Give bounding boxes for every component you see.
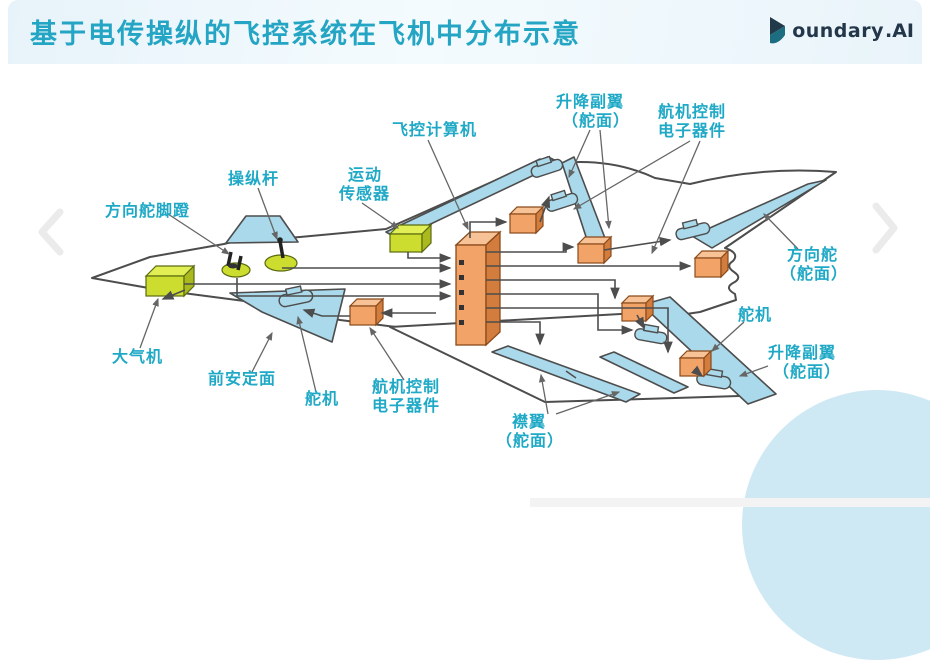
flight-control-computer-box (454, 230, 502, 347)
ace-box-1 (508, 205, 545, 235)
label-rudder-line1: 方向舵 (787, 245, 838, 264)
ace-box-3 (348, 297, 385, 327)
label-rudder-pedals: 方向舵脚蹬 (105, 201, 190, 220)
elevon-actuator-1 (634, 323, 668, 345)
ace-box-6 (678, 349, 713, 378)
bottom-divider-bar (530, 498, 930, 507)
component-labels: 方向舵脚蹬 操纵杆 运动 传感器 飞控计算机 升降副翼 （舵面） 航机控制 电子… (105, 92, 848, 450)
label-motion-sensor-line2: 传感器 (338, 184, 390, 203)
flap-surface (491, 345, 641, 403)
actuators (278, 155, 732, 390)
label-servo-left: 舵机 (305, 389, 339, 408)
connection-lines (161, 195, 704, 378)
logo-text: oundary (792, 20, 884, 42)
label-ace-top-line2: 电子器件 (658, 121, 726, 140)
air-data-unit-box (144, 264, 196, 298)
rudder-pedals-icon (221, 251, 251, 278)
page-title: 基于电传操纵的飞控系统在飞机中分布示意 (30, 19, 581, 50)
carousel-prev-button[interactable] (34, 206, 68, 262)
motion-sensor-box (388, 223, 433, 254)
label-servo-right: 舵机 (738, 305, 772, 324)
chevron-left-icon (38, 208, 64, 256)
label-rudder-line2: （舵面） (780, 264, 848, 283)
boundary-ai-logo: oundary .AI (767, 16, 914, 46)
label-control-stick: 操纵杆 (228, 169, 279, 188)
boundary-logo-icon (770, 17, 786, 44)
label-elevon-right-line1: 升降副翼 (768, 343, 836, 362)
label-ace-bottom-line1: 航机控制 (372, 377, 440, 396)
ace-box-4 (693, 249, 730, 279)
label-elevon-top-line1: 升降副翼 (556, 92, 624, 111)
label-elevon-top-line2: （舵面） (562, 111, 630, 130)
rudder-actuator (675, 218, 711, 241)
rudder-surface (691, 179, 827, 249)
label-canard: 前安定面 (208, 369, 276, 388)
label-flight-control-computer: 飞控计算机 (392, 120, 477, 139)
label-motion-sensor-line1: 运动 (348, 165, 382, 184)
logo-suffix: .AI (885, 20, 914, 42)
carousel-next-button[interactable] (868, 200, 902, 260)
label-flap-line1: 襟翼 (512, 412, 546, 431)
header-band (8, 0, 922, 64)
label-leader-lines (139, 129, 799, 415)
ace-box-2 (576, 235, 613, 265)
canard-actuator (278, 285, 314, 308)
label-air-data-unit: 大气机 (112, 347, 163, 366)
control-stick-icon (264, 237, 298, 272)
flap-joint-line (565, 370, 577, 379)
flight-control-diagram: 方向舵脚蹬 操纵杆 运动 传感器 飞控计算机 升降副翼 （舵面） 航机控制 电子… (91, 92, 848, 450)
label-ace-bottom-line2: 电子器件 (372, 396, 440, 415)
elevon-actuator-2 (696, 367, 732, 390)
chevron-right-icon (872, 202, 898, 254)
label-flap-line2: （舵面） (496, 431, 564, 450)
elevon-right-surface-2 (599, 351, 689, 394)
label-ace-top-line1: 航机控制 (658, 102, 726, 121)
slide-background: 基于电传操纵的飞控系统在飞机中分布示意 oundary .AI (8, 0, 930, 660)
label-elevon-right-line2: （舵面） (773, 362, 841, 381)
tail-actuator-1 (530, 155, 564, 178)
canopy (225, 215, 299, 244)
